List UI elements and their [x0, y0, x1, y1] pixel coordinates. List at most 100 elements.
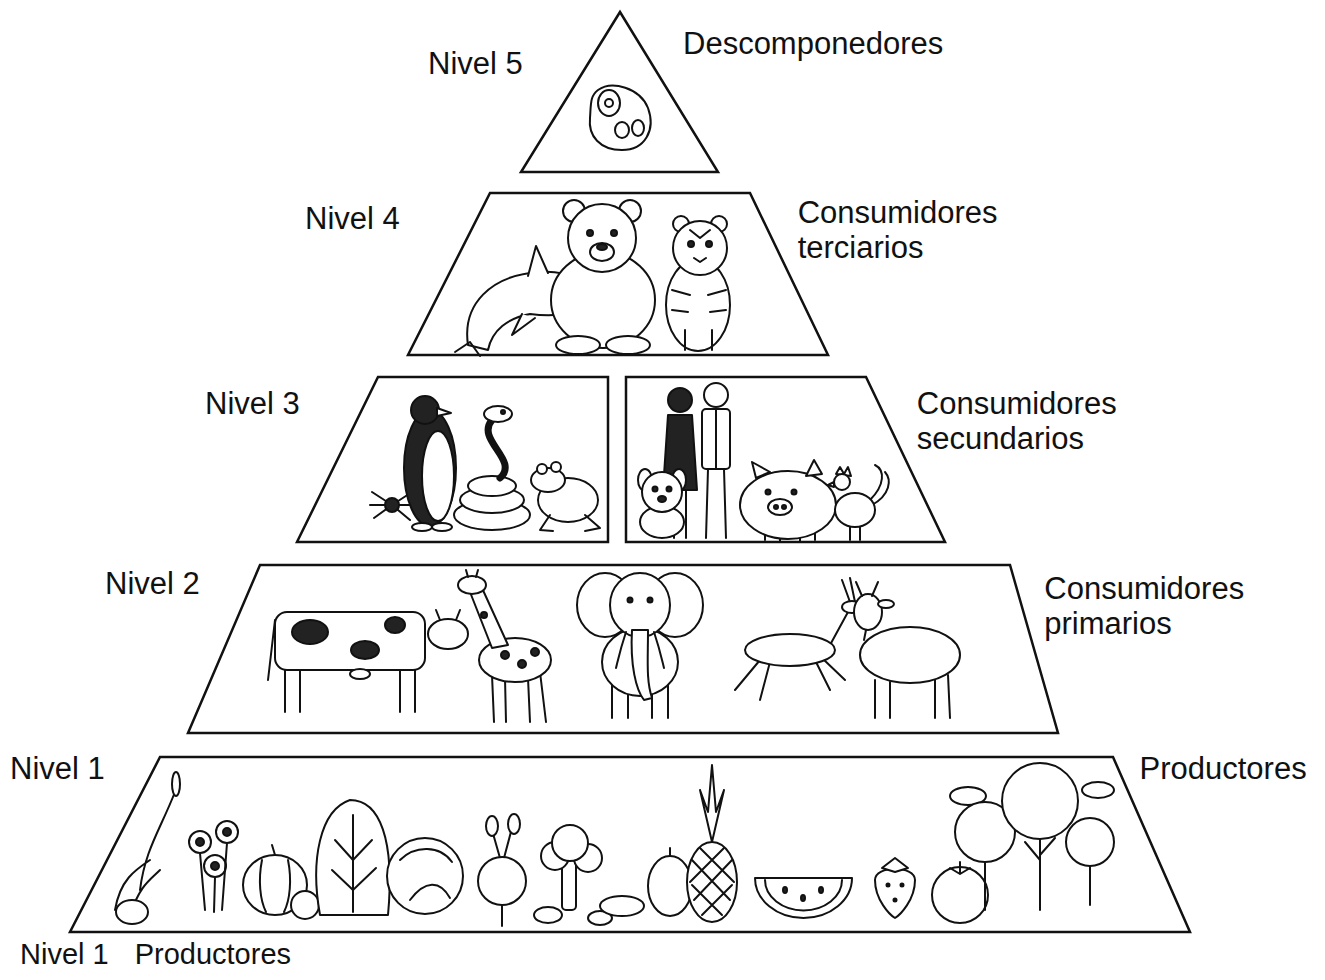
watermelon-drawing-part [819, 887, 823, 893]
level-outline [188, 565, 1058, 733]
level-shape [297, 377, 608, 542]
label-holder: Descomponedores [683, 27, 943, 62]
cow-drawing-part [292, 620, 328, 644]
cabbage-drawing [387, 838, 463, 914]
level-outline [408, 193, 828, 355]
pig-drawing-part [774, 505, 778, 509]
footer-label: Nivel 1 [20, 938, 109, 970]
cow-drawing-part [436, 610, 460, 620]
man-drawing [702, 383, 730, 538]
giraffe-drawing-part [531, 648, 539, 656]
snake-drawing-part [484, 406, 512, 422]
strawberry-drawing-part [901, 884, 904, 887]
label-holder: Nivel 5 [428, 47, 523, 82]
tomato-drawing [932, 862, 988, 923]
tiger-drawing-part [688, 241, 694, 247]
strawberry-drawing [875, 858, 915, 918]
pig-drawing-part [752, 462, 770, 478]
broccoli-drawing [534, 825, 612, 925]
pig-drawing-part [740, 471, 836, 539]
polar-bear-drawing-part [590, 243, 614, 261]
polar-bear-drawing-part [556, 336, 600, 354]
beet-drawing-part [508, 814, 520, 834]
trees-drawing [950, 763, 1114, 910]
label-holder: Nivel 4 [305, 202, 400, 237]
dog-drawing-part [653, 487, 658, 492]
strawberry-drawing-part [882, 858, 908, 872]
watermelon-drawing-part [783, 887, 787, 893]
man-drawing-part [706, 409, 726, 538]
snake-drawing [454, 406, 530, 530]
tomato-drawing-part [932, 867, 988, 923]
spider-drawing-part [385, 498, 399, 512]
snake-drawing-part [501, 410, 505, 414]
label-holder: Consumidores secundarios [917, 387, 1117, 456]
squash-drawing-part [648, 856, 692, 916]
flowers-drawing-part [204, 855, 226, 877]
tiger-drawing-part [706, 241, 712, 247]
polar-bear-drawing-part [611, 230, 617, 236]
label-holder: Productores [135, 938, 291, 970]
penguin-drawing-part [404, 410, 456, 526]
lettuce-drawing [316, 800, 389, 915]
trophic-level-band: Nivel 1Productores [70, 757, 1190, 932]
flowers-drawing-part [200, 843, 227, 912]
flowers-drawing [189, 821, 238, 912]
gazelle-drawing-part [735, 578, 855, 700]
man-drawing-part [704, 383, 728, 407]
rooster-drawing-part [835, 493, 875, 527]
elephant-drawing-part [632, 630, 652, 700]
cow-drawing-part [350, 669, 370, 679]
pumpkin-apple-drawing-part [260, 845, 290, 912]
label-holder: Consumidores terciarios [798, 196, 998, 265]
squash-drawing-part [669, 848, 671, 856]
elephant-drawing [577, 573, 703, 718]
goat-drawing [854, 582, 960, 718]
dog-drawing-part [658, 496, 666, 502]
reed-plant-drawing-part [116, 900, 148, 924]
footer-label: Productores [135, 938, 291, 970]
dog-drawing-part [667, 487, 672, 492]
reed-plant-drawing-part [115, 792, 175, 915]
lettuce-drawing-part [332, 815, 376, 912]
label-holder: Nivel 1 [20, 938, 109, 970]
polar-bear-drawing [551, 200, 655, 354]
frog-drawing [531, 462, 600, 531]
rooster-drawing-part [870, 465, 889, 505]
level-number: Nivel 5 [428, 47, 523, 82]
dog-drawing [638, 469, 686, 538]
flowers-drawing-part [216, 821, 238, 843]
decomposer-cell-part [598, 90, 620, 116]
cabbage-drawing-part [387, 838, 463, 914]
label-holder: Productores [1140, 752, 1307, 787]
level-shape [188, 565, 1058, 733]
pineapple-drawing-part [690, 848, 734, 915]
pig-drawing-part [792, 490, 797, 495]
woman-drawing-part [668, 388, 692, 412]
polar-bear-drawing-part [597, 244, 607, 250]
reed-plant-drawing [115, 772, 180, 924]
level-shape [70, 757, 1190, 932]
lettuce-drawing-part [316, 800, 389, 915]
giraffe-drawing [458, 570, 551, 722]
tiger-drawing-part [685, 330, 712, 350]
level-name: Descomponedores [683, 27, 943, 62]
penguin-drawing-part [432, 523, 452, 531]
snake-drawing-part [488, 420, 505, 478]
pineapple-drawing-part [687, 842, 737, 922]
tiger-drawing-part [673, 221, 727, 275]
pumpkin-apple-drawing [243, 845, 319, 919]
elephant-drawing-part [628, 598, 633, 603]
cow-drawing [268, 610, 468, 712]
pumpkin-apple-drawing-part [291, 891, 319, 919]
level-number: Nivel 4 [305, 202, 400, 237]
goat-drawing-part [860, 627, 960, 683]
strawberry-drawing-part [887, 884, 890, 887]
level-name: Consumidores primarios [1044, 572, 1244, 641]
elephant-drawing-part [610, 573, 670, 637]
frog-drawing-part [551, 462, 561, 472]
strawberry-drawing-part [875, 869, 915, 918]
